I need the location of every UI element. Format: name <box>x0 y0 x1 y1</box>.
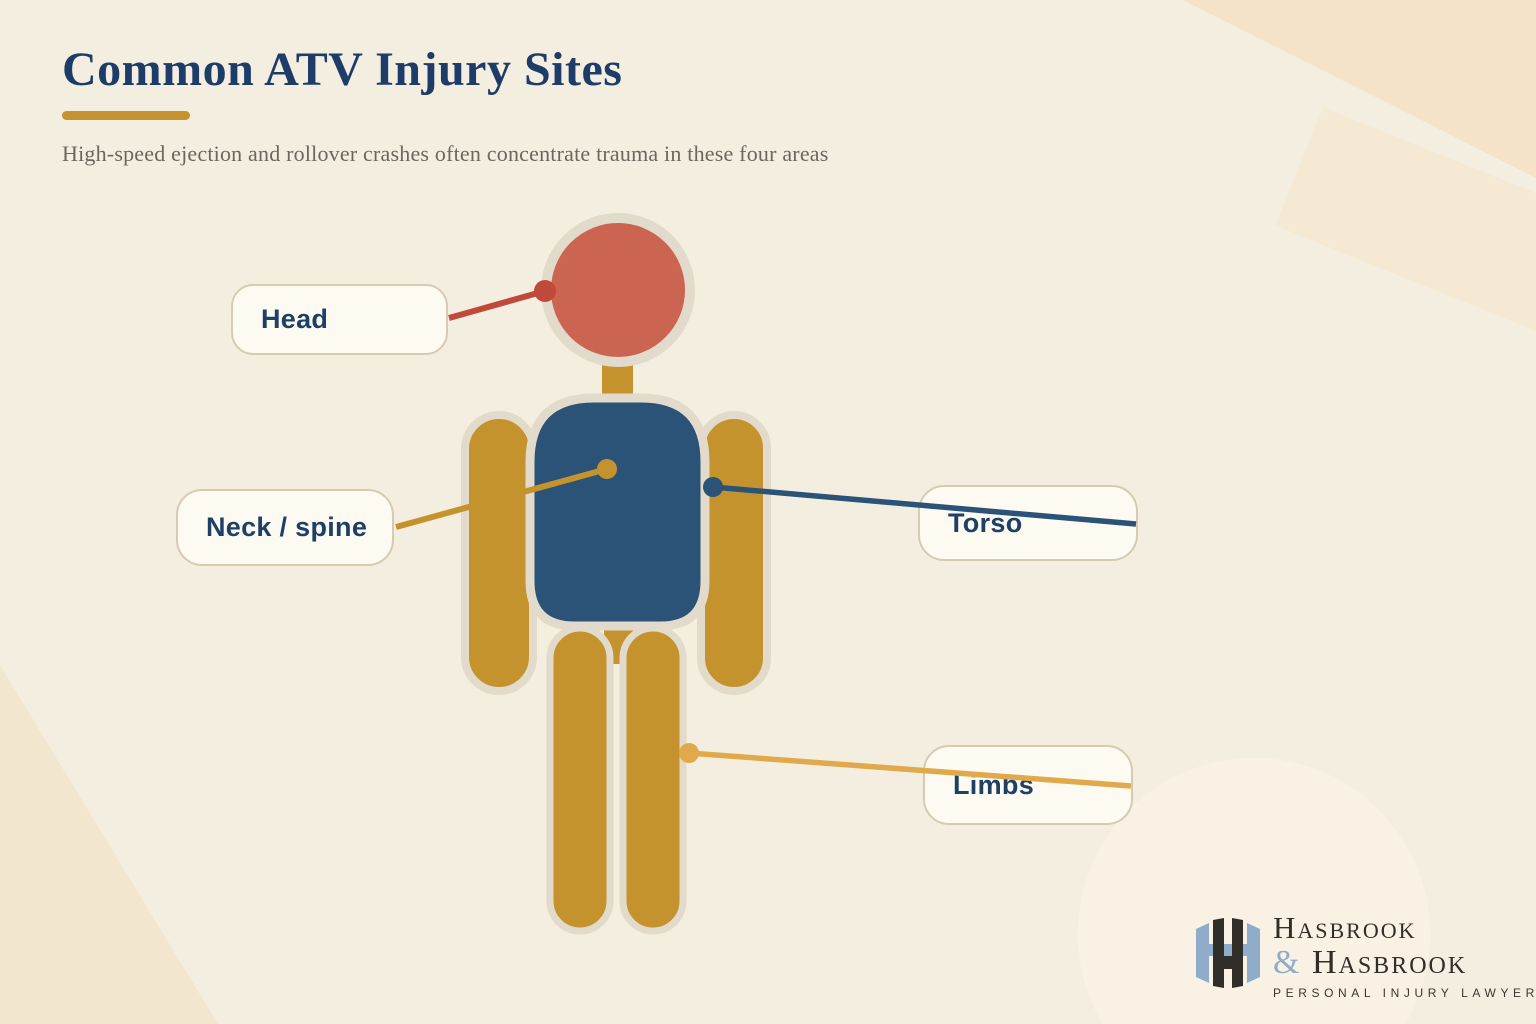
logo-name-line2: & Hasbrook <box>1273 946 1536 980</box>
title-underline <box>62 110 190 120</box>
firm-logo: Hasbrook & Hasbrook Personal Injury Lawy… <box>1196 912 1536 1000</box>
page-title: Common ATV Injury Sites <box>62 43 623 96</box>
torso-anchor-dot <box>703 477 723 497</box>
logo-wordmark: Hasbrook & Hasbrook Personal Injury Lawy… <box>1273 912 1536 1000</box>
head-shape <box>541 213 695 367</box>
logo-ampersand: & <box>1273 944 1302 981</box>
left-arm-shape <box>461 411 537 695</box>
head-anchor-dot <box>534 280 556 302</box>
neck-leader-line <box>395 466 608 530</box>
right-arm-shape <box>697 411 771 695</box>
logo-name2: Hasbrook <box>1311 944 1468 981</box>
limbs-anchor-dot <box>679 743 699 763</box>
monogram-blue-left-stem <box>1196 923 1209 983</box>
logo-name-line1: Hasbrook <box>1273 910 1417 945</box>
bg-diagonal-band <box>1275 107 1536 387</box>
logo-tagline: Personal Injury Lawyers <box>1273 986 1536 1000</box>
callout-label-head: Head <box>261 304 329 334</box>
torso-shape <box>525 393 710 631</box>
callout-label-neck-spine: Neck / spine <box>206 512 368 542</box>
pelvis-shape <box>604 596 634 664</box>
callout-label-limbs: Limbs <box>953 769 1035 800</box>
monogram-dark-crossbar <box>1224 956 1232 969</box>
callout-box-neck-spine: Neck / spine <box>176 489 394 566</box>
monogram-blue-right-stem <box>1247 923 1260 983</box>
left-leg-shape <box>546 624 614 935</box>
callout-box-torso: Torso <box>918 485 1138 561</box>
monogram-dark-right-stem <box>1232 918 1243 988</box>
page-subtitle: High-speed ejection and rollover crashes… <box>62 140 829 166</box>
hh-monogram-icon <box>1196 918 1260 988</box>
header: Common ATV Injury Sites High-speed eject… <box>62 43 1162 167</box>
head-leader-line <box>448 288 546 321</box>
callout-box-head: Head <box>231 284 448 355</box>
neck-shape <box>602 342 633 418</box>
callout-label-torso: Torso <box>948 507 1023 538</box>
neck-anchor-dot <box>597 459 617 479</box>
monogram-dark-left-stem <box>1213 918 1224 988</box>
right-leg-shape <box>619 624 687 935</box>
callout-box-limbs: Limbs <box>923 745 1133 825</box>
